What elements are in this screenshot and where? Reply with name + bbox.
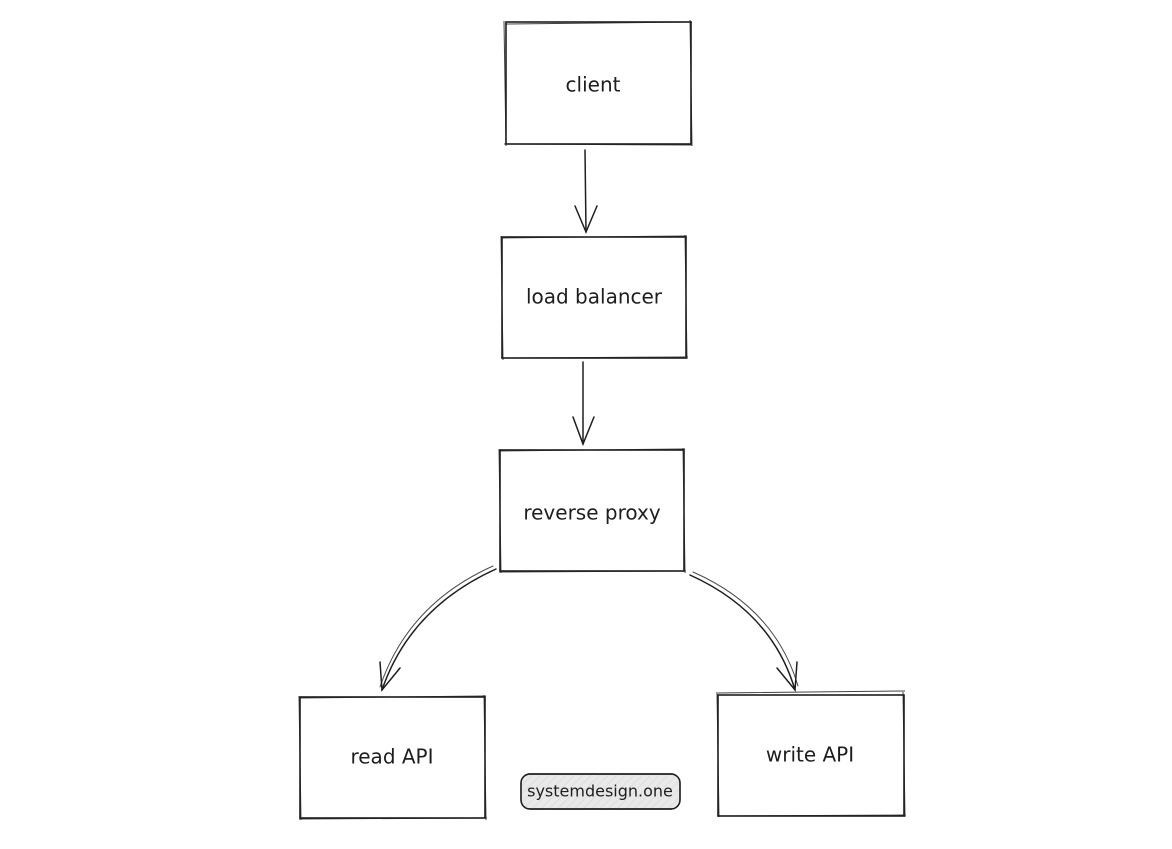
edge-reverse-proxy-to-write-api	[689, 571, 799, 692]
arrowhead-down-icon	[572, 416, 595, 447]
client-box	[505, 21, 692, 145]
watermark-outline	[520, 773, 681, 810]
watermark-hatch-fill	[521, 774, 680, 809]
write-api-box	[717, 694, 905, 817]
client-node: client	[503, 19, 693, 147]
edge-client-to-load-balancer	[574, 149, 598, 234]
load-balancer-label: load balancer	[526, 285, 663, 309]
edge-rp-read-sketch	[379, 565, 494, 688]
read-api-box-sketch	[298, 694, 488, 821]
reverse-proxy-node: reverse proxy	[498, 447, 687, 574]
arrowhead-icon	[379, 661, 401, 692]
load-balancer-box	[501, 236, 687, 359]
client-box-sketch	[503, 19, 693, 147]
arrowhead-down-icon	[574, 205, 598, 234]
load-balancer-node: load balancer	[500, 234, 689, 361]
read-api-node: read API	[298, 694, 488, 821]
write-api-box-sketch	[715, 690, 907, 818]
edge-rp-write-line	[689, 574, 796, 691]
edge-rp-read-line	[381, 568, 497, 691]
edge-rp-write-sketch	[692, 571, 799, 687]
client-label: client	[566, 73, 621, 97]
edge-reverse-proxy-to-read-api	[379, 565, 497, 692]
arrowhead-icon	[776, 661, 798, 692]
reverse-proxy-box	[499, 449, 685, 572]
reverse-proxy-box-sketch	[498, 447, 687, 574]
write-api-label: write API	[766, 743, 854, 767]
edge-client-lb-line	[584, 149, 587, 233]
write-api-node: write API	[715, 690, 907, 818]
watermark-text: systemdesign.one	[527, 782, 673, 801]
load-balancer-box-sketch	[500, 234, 689, 361]
watermark-badge: systemdesign.one	[520, 773, 681, 810]
reverse-proxy-label: reverse proxy	[523, 501, 660, 525]
edge-load-balancer-to-reverse-proxy	[572, 361, 595, 447]
read-api-label: read API	[350, 745, 433, 769]
read-api-box	[299, 696, 486, 819]
